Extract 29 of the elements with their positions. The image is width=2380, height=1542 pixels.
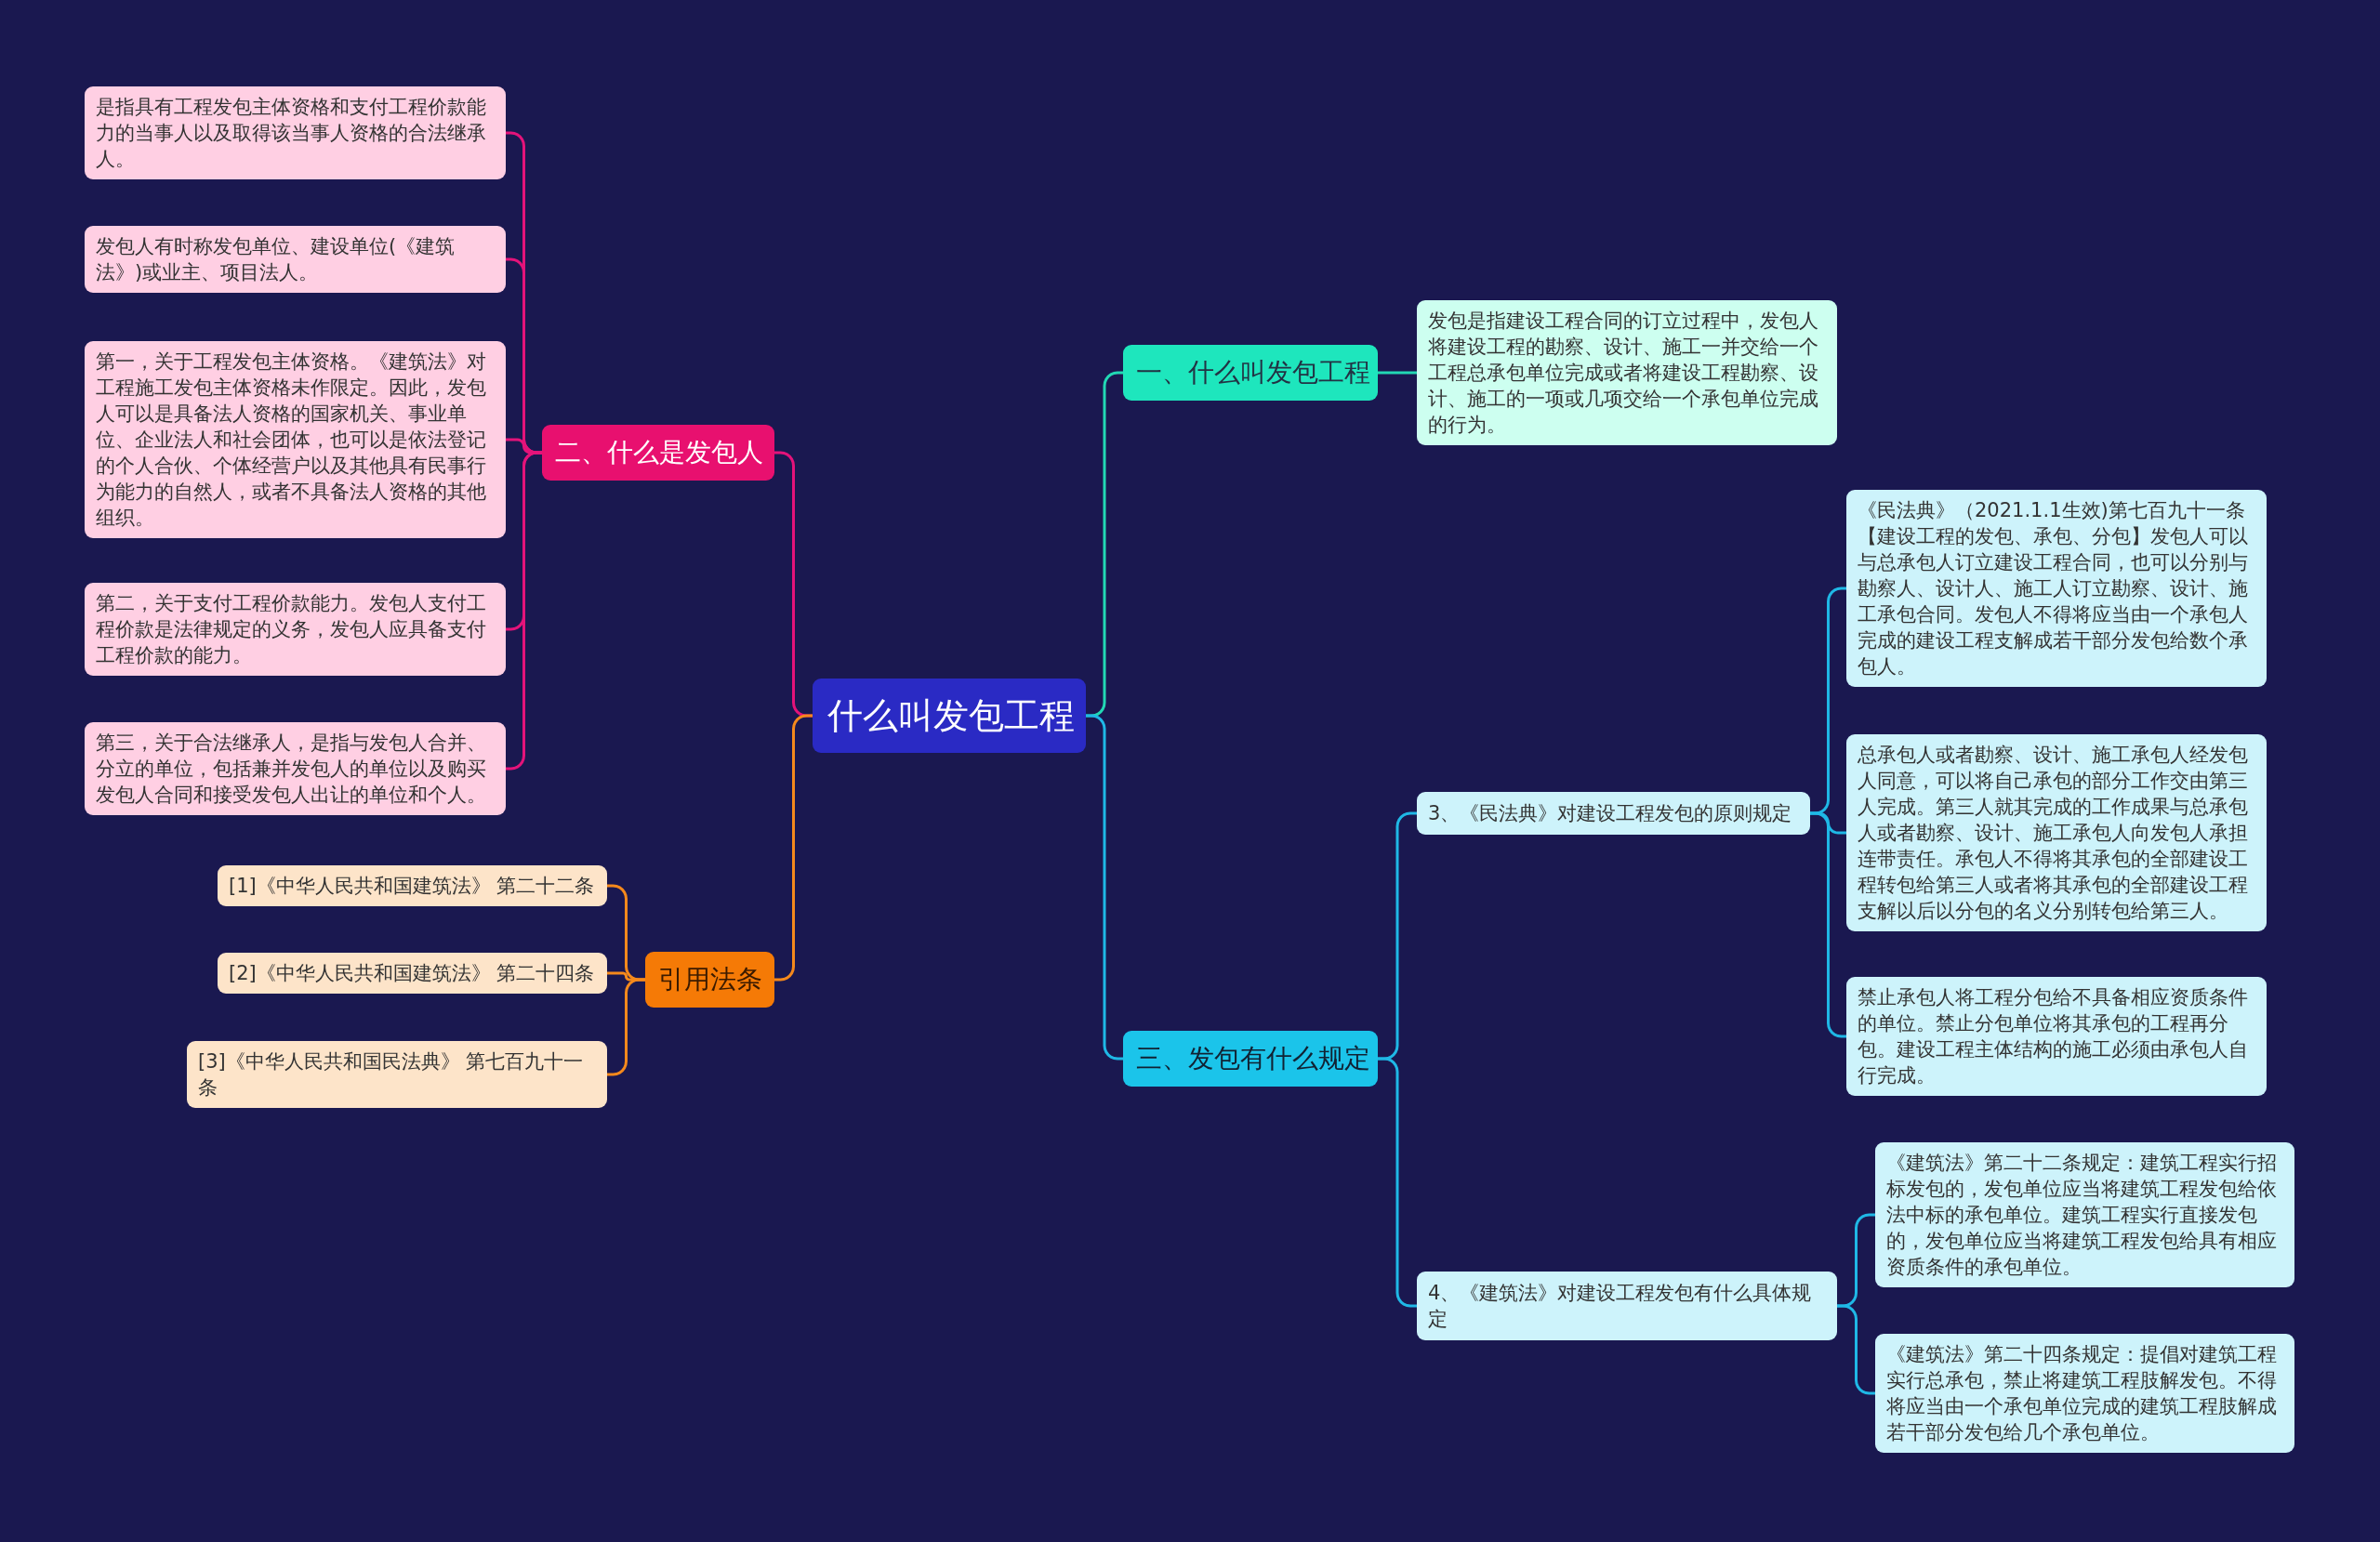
note-card: 发包人有时称发包单位、建设单位(《建筑法》)或业主、项目法人。 (85, 226, 506, 293)
note-card: 《建筑法》第二十二条规定：建筑工程实行招标发包的，发包单位应当将建筑工程发包给依法中标的承包单位。建筑工程实行直接发包的，发包单位应当将建筑工程发包给具有相应资质条件的承包单位。 (1875, 1142, 2294, 1287)
note-card: 第三，关于合法继承人，是指与发包人合并、分立的单位，包括兼并发包人的单位以及购买发包人合同和接受发包人出让的单位和个人。 (85, 722, 506, 815)
branch-topic: 三、发包有什么规定 (1123, 1031, 1378, 1087)
connector-line (1378, 371, 1417, 375)
note-card: 《民法典》（2021.1.1生效)第七百九十一条【建设工程的发包、承包、分包】发包人可以与总承包人订立建设工程合同，也可以分别与勘察人、设计人、施工人订立勘察、设计、施工承包合同。发包人不得将应当由一个承包人完成的建设工程支解成若干部分发包给数个承包人。 (1846, 490, 2267, 687)
note-card: 第一，关于工程发包主体资格。《建筑法》对工程施工发包主体资格未作限定。因此，发包人可以是具备法人资格的国家机关、事业单位、企业法人和社会团体，也可以是依法登记的个人合伙、个体经营户以及其他具有民事行为能力的自然人，或者不具备法人资格的其他组织。 (85, 341, 506, 538)
note-card: 发包是指建设工程合同的订立过程中，发包人将建设工程的勘察、设计、施工一并交给一个工程总承包单位完成或者将建设工程勘察、设计、施工的一项或几项交给一个承包单位完成的行为。 (1417, 300, 1837, 445)
note-card: 《建筑法》第二十四条规定：提倡对建筑工程实行总承包，禁止将建筑工程肢解发包。不得将应当由一个承包单位完成的建筑工程肢解成若干部分发包给几个承包单位。 (1875, 1334, 2294, 1453)
branch-topic: 二、什么是发包人 (542, 425, 774, 481)
connector-line (1086, 714, 1123, 1061)
note-card: [2]《中华人民共和国建筑法》 第二十四条 (218, 953, 607, 994)
note-card: 禁止承包人将工程分包给不具备相应资质条件的单位。禁止分包单位将其承包的工程再分包。建设工程主体结构的施工必须由承包人自行完成。 (1846, 977, 2267, 1096)
branch-topic: 一、什么叫发包工程 (1123, 345, 1378, 401)
note-card: [3]《中华人民共和国民法典》 第七百九十一条 (187, 1041, 607, 1108)
connector-line (607, 978, 645, 1076)
connector-line (774, 714, 813, 982)
note-card: 总承包人或者勘察、设计、施工承包人经发包人同意，可以将自己承包的部分工作交由第三人完成。第三人就其完成的工作成果与总承包人或者勘察、设计、施工承包人向发包人承担连带责任。承包人不得将其承包的全部建设工程转包给第三人或者将其承包的全部建设工程支解以后以分包的名义分别转包给第三人。 (1846, 734, 2267, 931)
connector-line (1837, 1304, 1875, 1395)
connector-line (1810, 811, 1846, 1038)
note-card: 是指具有工程发包主体资格和支付工程价款能力的当事人以及取得该当事人资格的合法继承人。 (85, 86, 506, 179)
note-card: [1]《中华人民共和国建筑法》 第二十二条 (218, 865, 607, 906)
branch-topic: 引用法条 (645, 952, 774, 1008)
subtopic-box: 3、《民法典》对建设工程发包的原则规定 (1417, 792, 1810, 835)
central-topic: 什么叫发包工程 (813, 679, 1086, 753)
note-card: 第二，关于支付工程价款能力。发包人支付工程价款是法律规定的义务，发包人应具备支付工程价款的能力。 (85, 583, 506, 676)
subtopic-box: 4、《建筑法》对建设工程发包有什么具体规定 (1417, 1272, 1837, 1340)
connector-line (1378, 1057, 1417, 1308)
connector-line (506, 451, 542, 771)
